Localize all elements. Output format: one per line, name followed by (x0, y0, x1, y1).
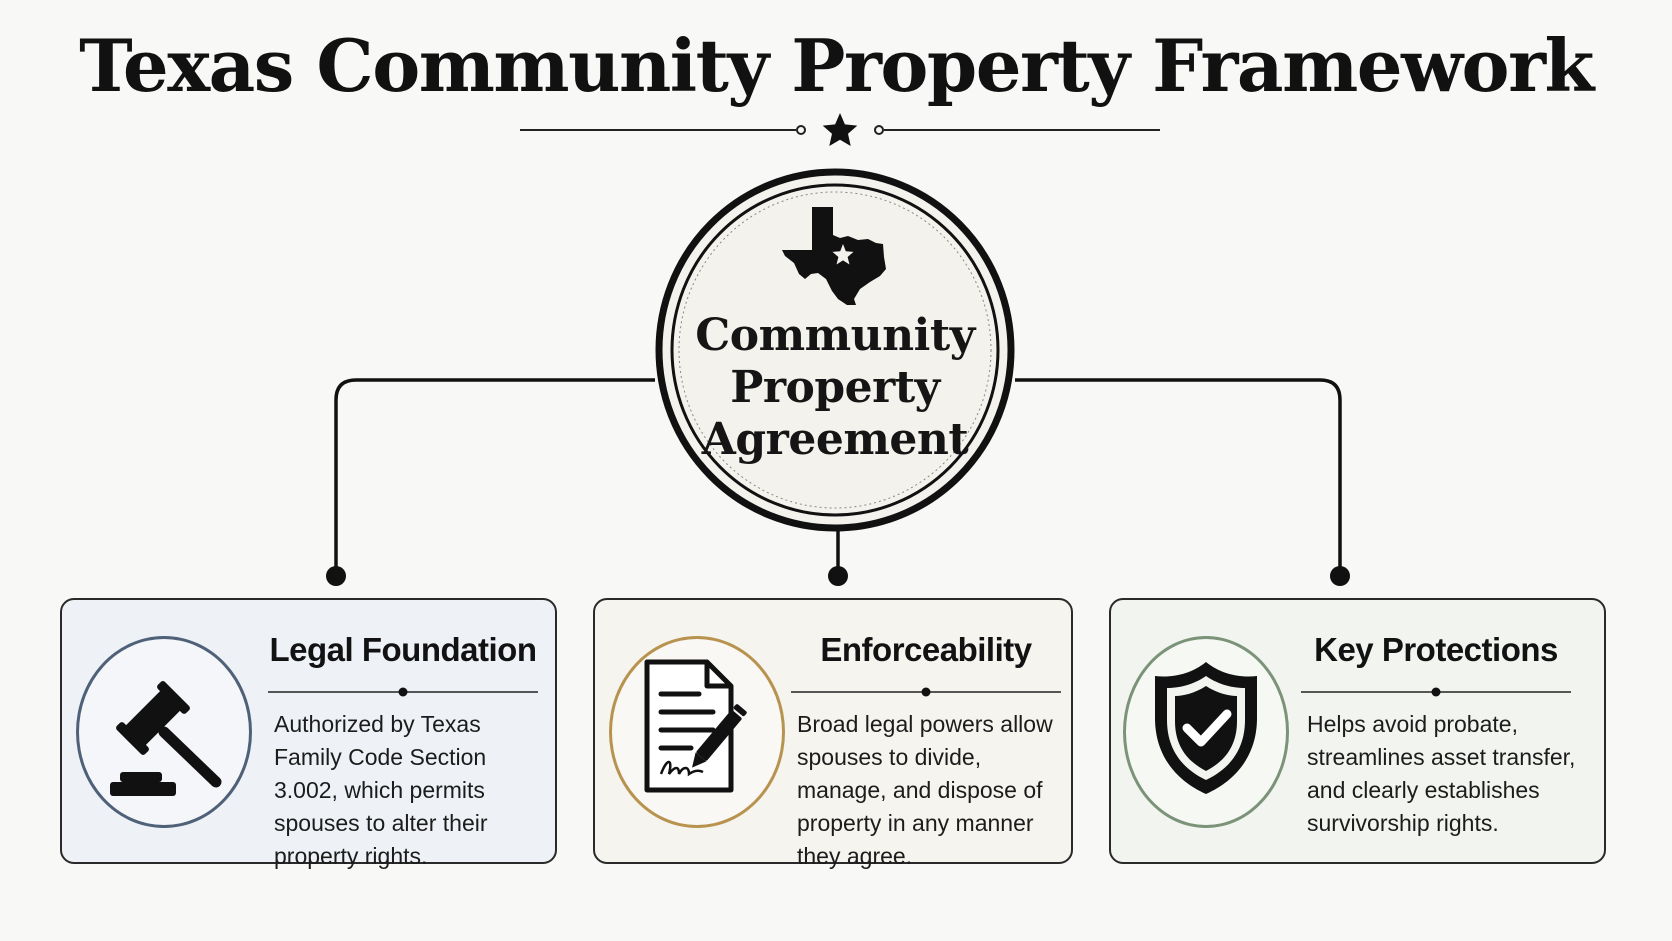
page-title: Texas Community Property Framework (79, 23, 1594, 108)
connector-dot-right (1330, 566, 1350, 586)
card-legal-foundation: Legal Foundation Authorized by Texas Fam… (60, 598, 557, 869)
card-description: Helps avoid probate, streamlines asset t… (1307, 711, 1576, 836)
ornament-dot-left (796, 125, 806, 135)
card-description: Broad legal powers allow spouses to divi… (797, 711, 1053, 869)
center-emblem (655, 168, 1015, 532)
ornament-dot-right (874, 125, 884, 135)
card-key-protections: Key Protections Helps avoid probate, str… (1109, 598, 1606, 864)
card-description: Authorized by Texas Family Code Section … (274, 711, 488, 869)
card-divider (268, 687, 538, 697)
connector-dot-center (828, 566, 848, 586)
card-enforceability: Enforceability Broad legal powers allow … (593, 598, 1073, 869)
connector-dot-left (326, 566, 346, 586)
star-icon (822, 113, 858, 146)
texas-state-star-icon (782, 207, 886, 305)
card-divider (1301, 687, 1571, 697)
connector-left (334, 378, 655, 574)
card-title: Key Protections (1314, 631, 1558, 668)
connector-right (1015, 378, 1342, 574)
gavel-icon (110, 681, 222, 796)
card-divider (791, 687, 1061, 697)
card-title: Legal Foundation (269, 631, 537, 668)
card-title: Enforceability (820, 631, 1032, 668)
center-label: Community Property Agreement (695, 310, 975, 465)
shield-check-icon (1155, 662, 1257, 794)
title-ornament (520, 113, 1160, 146)
signed-document-icon (644, 659, 747, 793)
